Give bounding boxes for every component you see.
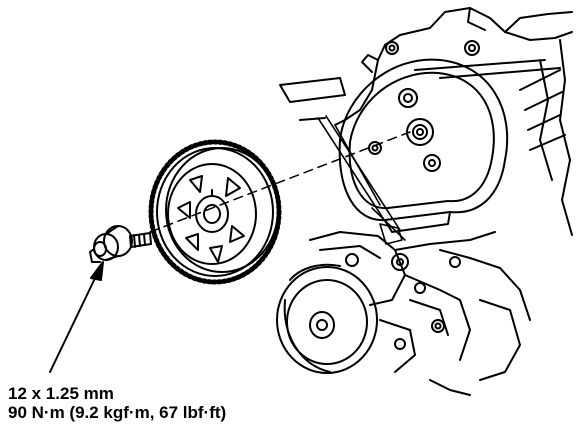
lower-pulley bbox=[276, 263, 378, 374]
bolt-size-label: 12 x 1.25 mm bbox=[8, 384, 114, 403]
torque-callout-arrow bbox=[49, 261, 104, 373]
timing-belt-guide bbox=[317, 115, 406, 245]
lower-bracket bbox=[309, 231, 531, 396]
flange-bolt bbox=[89, 225, 152, 263]
torque-spec-label: 90 N·m (9.2 kgf·m, 67 lbf·ft) bbox=[8, 403, 227, 422]
cam-housing-opening bbox=[338, 58, 509, 233]
camshaft-pulley bbox=[148, 139, 282, 285]
engine-block-outline bbox=[279, 7, 573, 236]
alignment-axis bbox=[149, 131, 411, 233]
